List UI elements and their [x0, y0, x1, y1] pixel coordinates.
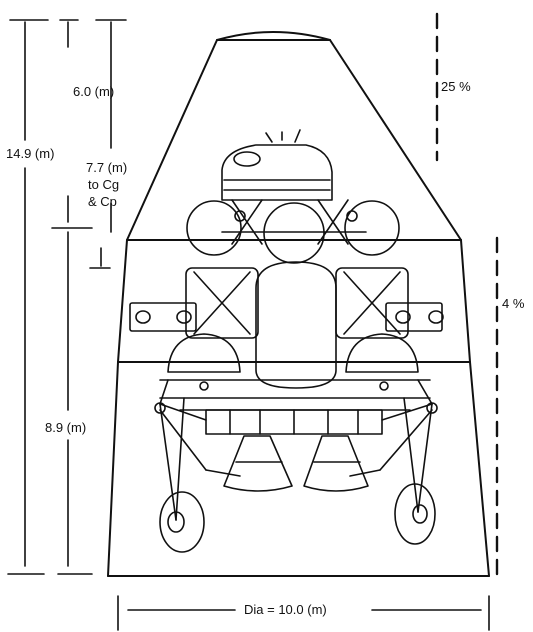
- cg-cp-label-line3: & Cp: [88, 194, 117, 209]
- percentage-markers: [435, 12, 499, 577]
- aeroshell-outline: [107, 31, 490, 577]
- base-height-label: 8.9 (m): [45, 420, 87, 435]
- dimension-lines: [7, 19, 490, 631]
- upper-percentage-label: 25 %: [441, 79, 471, 94]
- total-height-label: 14.9 (m): [6, 146, 55, 161]
- lander-vehicle: [129, 129, 444, 553]
- cg-cp-label-line2: to Cg: [88, 177, 120, 192]
- lower-percentage-label: 4 %: [502, 296, 525, 311]
- cg-cp-label-line1: 7.7 (m): [86, 160, 128, 175]
- diameter-label: Dia = 10.0 (m): [244, 602, 327, 617]
- nose-length-label: 6.0 (m): [73, 84, 115, 99]
